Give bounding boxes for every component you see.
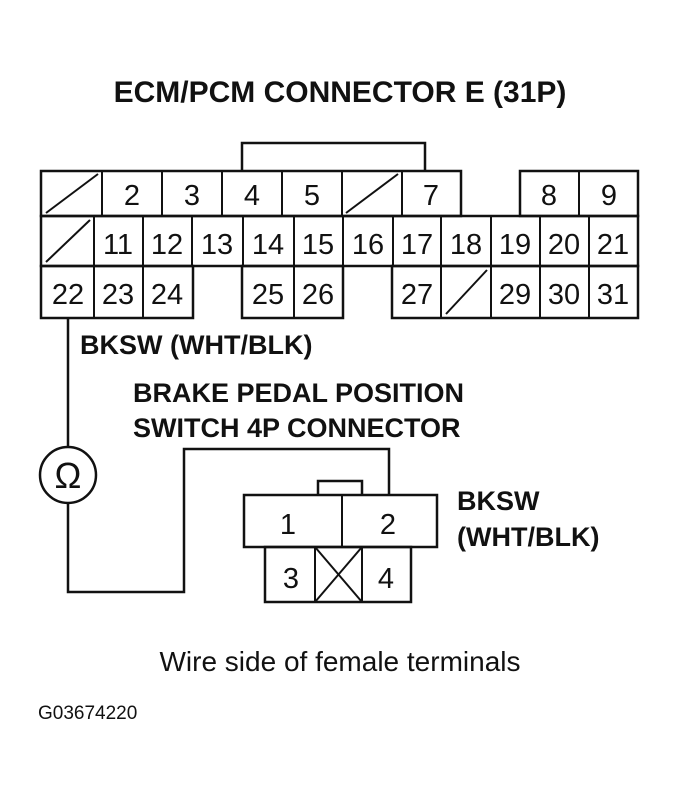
ecm-pin: 23	[102, 279, 134, 311]
ecm-pin: 26	[302, 279, 334, 311]
ohmmeter-circle	[38, 445, 98, 505]
ohmmeter: Ω	[38, 445, 98, 505]
diagram-title: ECM/PCM CONNECTOR E (31P)	[114, 76, 567, 109]
ecm-pin: 3	[184, 180, 200, 212]
ecm-pin: 9	[601, 180, 617, 212]
ecm-pin: 21	[597, 229, 629, 261]
ecm-connector	[39, 169, 640, 320]
ecm-pin: 19	[499, 229, 531, 261]
caption: Wire side of female terminals	[159, 646, 520, 677]
ecm-pin: 27	[401, 279, 433, 311]
figure-id: G03674220	[38, 703, 137, 724]
ecm-pin: 2	[124, 180, 140, 212]
switch-wire-label-line2: (WHT/BLK)	[457, 522, 599, 552]
probe-wire-meter	[66, 447, 391, 594]
ecm-pin: 12	[151, 229, 183, 261]
switch-pin: 2	[380, 509, 396, 541]
ecm-pin: 30	[548, 279, 580, 311]
ecm-pin: 14	[252, 229, 284, 261]
ecm-pin: 17	[401, 229, 433, 261]
ecm-lock-tab	[240, 141, 427, 171]
ecm-pin: 15	[302, 229, 334, 261]
switch-pin: 4	[378, 563, 394, 595]
ecm-pin: 5	[304, 180, 320, 212]
ecm-pin: 25	[252, 279, 284, 311]
ecm-pin: 29	[499, 279, 531, 311]
ecm-pin: 18	[450, 229, 482, 261]
switch-pin: 3	[283, 563, 299, 595]
ecm-pin: 20	[548, 229, 580, 261]
switch-title-line2: SWITCH 4P CONNECTOR	[133, 413, 461, 443]
switch-pin: 1	[280, 509, 296, 541]
ecm-wire-label: BKSW (WHT/BLK)	[80, 330, 312, 360]
ecm-pin: 7	[423, 180, 439, 212]
ecm-pin: 31	[597, 279, 629, 311]
ecm-pin: 16	[352, 229, 384, 261]
ecm-pin: 22	[52, 279, 84, 311]
ecm-pin: 4	[244, 180, 260, 212]
ecm-pin: 13	[201, 229, 233, 261]
switch-connector: 1 2 3 4	[242, 479, 439, 604]
switch-title-line1: BRAKE PEDAL POSITION	[133, 378, 464, 408]
ecm-pin-labels: 2 3 4 5 7 8 9 11 12 13 14 15 16 17 18 19…	[52, 180, 629, 311]
ecm-pin: 24	[151, 279, 183, 311]
ohm-icon: Ω	[55, 455, 82, 496]
ecm-pin: 11	[103, 229, 133, 261]
switch-wire-label-line1: BKSW	[457, 486, 540, 516]
switch-lock-tab	[316, 479, 364, 495]
ecm-pin: 8	[541, 180, 557, 212]
